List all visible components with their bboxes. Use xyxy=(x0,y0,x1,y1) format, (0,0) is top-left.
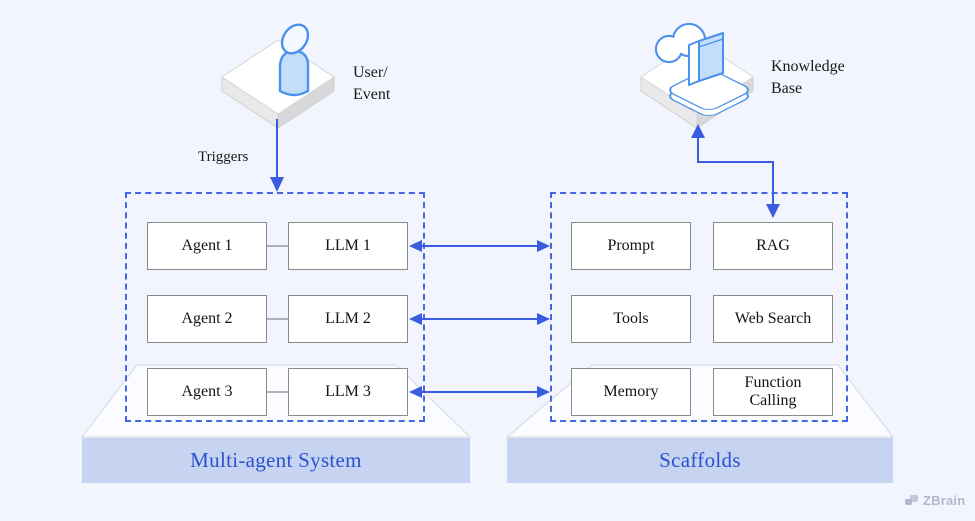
knowledge-base-label: Knowledge Base xyxy=(771,56,845,100)
knowledge-base-line2: Base xyxy=(771,80,803,97)
user-event-line2: Event xyxy=(353,86,391,103)
tools-box: Tools xyxy=(571,295,691,343)
memory-box: Memory xyxy=(571,368,691,416)
user-event-label: User/ Event xyxy=(353,62,390,106)
user-event-line1: User/ xyxy=(353,64,388,81)
prompt-box: Prompt xyxy=(571,222,691,270)
knowledge-base-icon xyxy=(640,22,754,129)
llm-1-box: LLM 1 xyxy=(288,222,408,270)
agent-3-box: Agent 3 xyxy=(147,368,267,416)
llm-scaffold-arrow-2 xyxy=(409,313,550,325)
knowledge-base-line1: Knowledge xyxy=(771,58,845,75)
llm-scaffold-arrow-3 xyxy=(409,386,550,398)
scaffolds-banner: Scaffolds xyxy=(507,438,893,483)
web-search-box: Web Search xyxy=(713,295,833,343)
user-icon xyxy=(221,23,335,129)
zbrain-watermark-text: ZBrain xyxy=(923,493,966,508)
triggers-label: Triggers xyxy=(198,149,249,165)
llm-3-box: LLM 3 xyxy=(288,368,408,416)
triggers-arrow xyxy=(270,119,284,192)
zbrain-watermark: ZBrain xyxy=(904,493,965,508)
cloud-shape xyxy=(654,22,720,64)
books-shape xyxy=(688,32,724,86)
agent-1-box: Agent 1 xyxy=(147,222,267,270)
llm-scaffold-arrow-1 xyxy=(409,240,550,252)
zbrain-logo-icon xyxy=(905,495,918,505)
agent-2-box: Agent 2 xyxy=(147,295,267,343)
multi-agent-system-banner: Multi-agent System xyxy=(82,438,470,483)
rag-box: RAG xyxy=(713,222,833,270)
llm-2-box: LLM 2 xyxy=(288,295,408,343)
function-calling-box: Function Calling xyxy=(713,368,833,416)
